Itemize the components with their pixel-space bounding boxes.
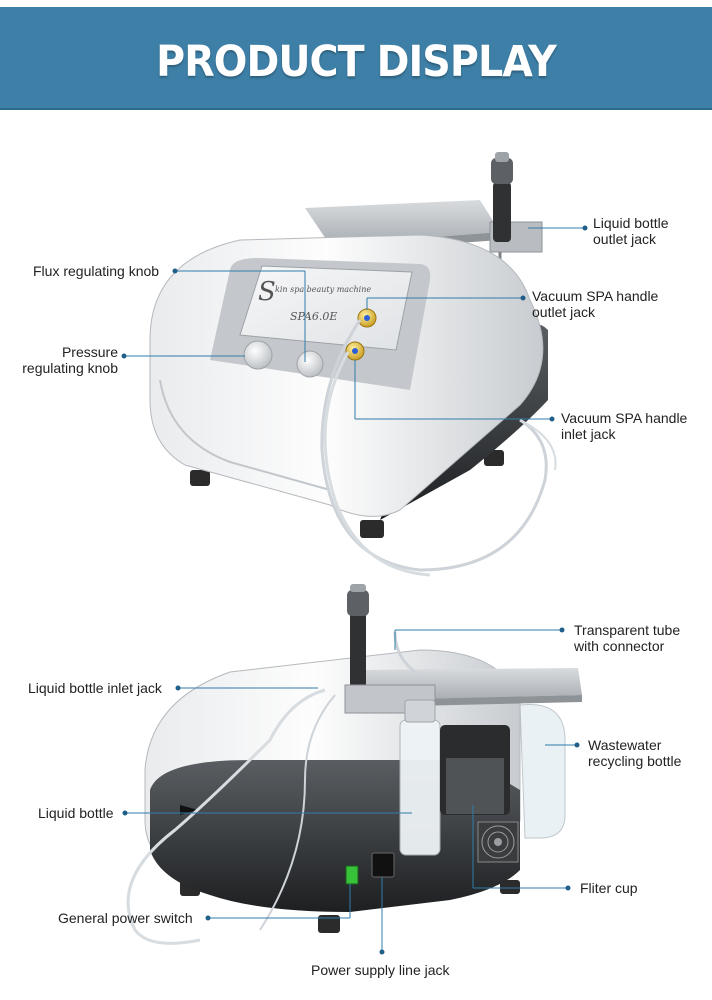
label-vacuum-spa-handle-inlet-jack: Vacuum SPA handle inlet jack bbox=[561, 410, 688, 442]
label-wastewater-recycling-bottle: Wastewater recycling bottle bbox=[588, 737, 682, 769]
power-switch bbox=[345, 865, 359, 885]
label-general-power-switch: General power switch bbox=[58, 910, 193, 926]
screen-model-text: SPA6.0E bbox=[290, 310, 337, 323]
label-pressure-regulating-knob: Pressure regulating knob bbox=[22, 344, 118, 376]
label-liquid-bottle: Liquid bottle bbox=[38, 805, 114, 821]
liquid-bottle bbox=[399, 719, 441, 856]
label-power-supply-line-jack: Power supply line jack bbox=[311, 962, 450, 978]
label-flux-regulating-knob: Flux regulating knob bbox=[33, 263, 160, 279]
flux-knob bbox=[296, 350, 324, 378]
wastewater-bottle bbox=[519, 703, 566, 839]
power-jack bbox=[371, 852, 395, 878]
machine-rear-view bbox=[126, 584, 582, 945]
screen-logo-letter: S bbox=[258, 277, 276, 307]
label-vacuum-spa-handle-outlet-jack: Vacuum SPA handle outlet jack bbox=[532, 288, 659, 320]
fan-grille bbox=[477, 821, 519, 863]
label-liquid-bottle-inlet-jack: Liquid bottle inlet jack bbox=[28, 680, 162, 696]
figure1-leaders bbox=[121, 225, 588, 422]
header-banner: PRODUCT DISPLAY bbox=[0, 7, 712, 110]
pressure-knob bbox=[243, 340, 273, 370]
machine-front-view: S kin spa beauty machine SPA6.0E bbox=[149, 152, 557, 577]
label-transparent-tube: Transparent tube with connector bbox=[574, 622, 681, 654]
label-liquid-bottle-outlet-jack: Liquid bottle outlet jack bbox=[593, 215, 669, 247]
figure2-leaders bbox=[122, 627, 580, 955]
label-filter-cup: Fliter cup bbox=[580, 880, 638, 896]
page-title: PRODUCT DISPLAY bbox=[156, 37, 557, 87]
screen-brand-text: kin spa beauty machine bbox=[275, 285, 371, 294]
